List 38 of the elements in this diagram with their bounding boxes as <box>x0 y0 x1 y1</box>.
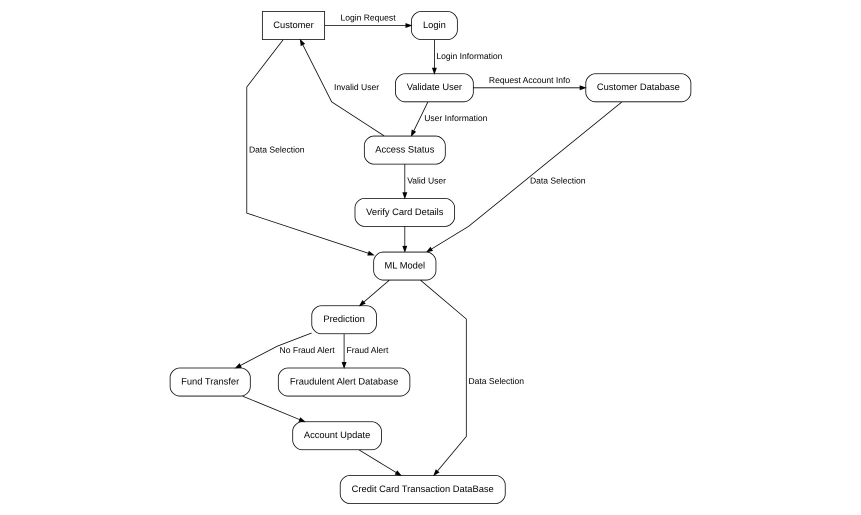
node-box: Fraudulent Alert Database <box>278 368 410 396</box>
arrow <box>410 102 428 137</box>
arrow <box>358 449 402 476</box>
arrow <box>358 280 390 306</box>
node-box: Login <box>411 11 458 40</box>
node-box: Fund Transfer <box>170 368 251 396</box>
edge-label: Invalid User <box>334 82 380 92</box>
arrow <box>324 23 412 28</box>
edge-label: Login Information <box>436 50 502 61</box>
node-box: Customer Database <box>585 73 692 102</box>
edge-label: Request Account Info <box>488 74 570 85</box>
edge-label: Data Selection <box>248 144 305 154</box>
edge-label: Login Request <box>340 12 396 23</box>
edge-label: Data Selection <box>530 175 586 186</box>
edge-label: Fraud Alert <box>346 345 388 356</box>
arrow <box>402 226 408 253</box>
arrow <box>246 39 375 256</box>
node-box: Account Update <box>292 421 382 450</box>
node-box: ML Model <box>373 252 436 280</box>
node-box: Customer <box>262 11 326 40</box>
arrow <box>402 164 408 200</box>
node-box: Verify Card Details <box>354 198 456 227</box>
arrow <box>473 85 587 90</box>
arrow <box>342 334 347 370</box>
edge-label: No Fraud Alert <box>280 345 335 356</box>
edge-label: User Information <box>424 113 488 124</box>
node-box: Credit Card Transaction DataBase <box>340 475 506 504</box>
arrow <box>234 332 312 369</box>
arrow <box>426 102 622 252</box>
arrow <box>420 280 467 476</box>
node-box: Validate User <box>395 73 474 102</box>
edge-label: Data Selection <box>468 376 524 386</box>
arrow <box>300 38 385 136</box>
arrow <box>242 396 306 422</box>
arrow <box>432 39 437 75</box>
edge-label: Valid User <box>407 175 446 186</box>
node-box: Prediction <box>311 305 377 334</box>
node-box: Access Status <box>364 136 446 164</box>
